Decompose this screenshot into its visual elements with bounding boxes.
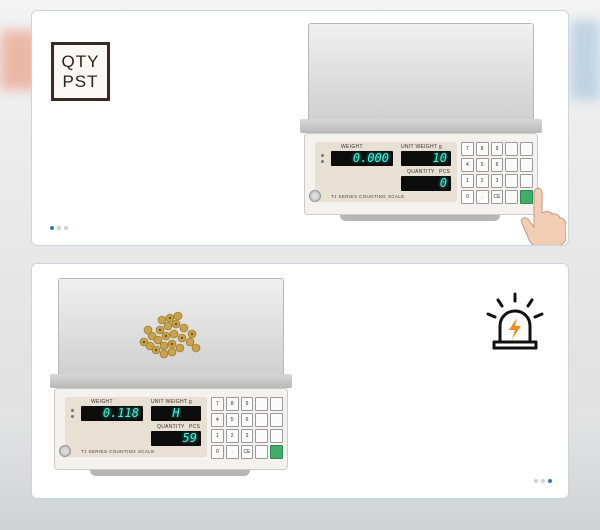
key[interactable]: 4 [211,413,224,427]
status-led [71,415,74,418]
carousel-dot[interactable] [57,226,61,230]
key-green[interactable] [520,190,533,204]
key[interactable] [255,429,269,443]
pan-lip [50,374,292,388]
key[interactable]: 2 [475,174,489,188]
key[interactable] [505,190,519,204]
carousel-dot[interactable] [534,479,538,483]
key[interactable]: 3 [240,429,254,443]
weight-label: WEIGHT [341,144,363,150]
unit-weight-label: UNIT WEIGHT g [151,399,192,405]
quantity-display: 0 [401,176,451,191]
carousel-dot[interactable] [541,479,545,483]
weighing-pan [308,23,534,123]
key-green[interactable] [270,445,283,459]
key[interactable]: 8 [475,142,489,156]
keypad: 7 8 9 4 5 6 1 2 3 0 . CE [461,142,533,204]
qty-pst-badge: QTY PST [51,42,110,101]
key[interactable]: 3 [490,174,504,188]
key[interactable] [270,397,283,411]
pcs-label: PCS [439,169,451,175]
key[interactable] [520,158,533,172]
key[interactable] [505,142,519,156]
key[interactable] [255,413,269,427]
key[interactable]: 7 [461,142,474,156]
quantity-label: QUANTITY [157,424,185,430]
keypad: 7 8 9 4 5 6 1 2 3 0 . CE [211,397,283,459]
key[interactable] [505,158,519,172]
feature-card-qty-preset: QTY PST WEIGHT UNIT WEIGHT g 0.000 10 QU… [31,10,569,246]
key[interactable] [270,429,283,443]
key[interactable]: 5 [225,413,239,427]
key[interactable]: 8 [225,397,239,411]
scale-base [90,470,250,476]
key[interactable]: 4 [461,158,474,172]
display-area: WEIGHT UNIT WEIGHT g 0.000 10 QUANTITY P… [315,142,457,202]
carousel-dot[interactable] [548,479,552,483]
unit-weight-display: H [151,406,201,421]
key[interactable]: 9 [240,397,254,411]
quantity-display: 59 [151,431,201,446]
key[interactable]: 6 [240,413,254,427]
key[interactable] [255,397,269,411]
scale-control-panel: WEIGHT UNIT WEIGHT g 0.118 H QUANTITY PC… [54,388,288,470]
model-label: TJ SERIES COUNTING SCALE [331,194,405,199]
unit-weight-display: 10 [401,151,451,166]
background-blur-right [570,20,600,100]
carousel-dots [534,479,552,483]
key[interactable]: CE [240,445,254,459]
key[interactable]: CE [490,190,504,204]
key[interactable] [255,445,269,459]
weight-label: WEIGHT [91,399,113,405]
pan-lip [300,119,542,133]
scale-control-panel: WEIGHT UNIT WEIGHT g 0.000 10 QUANTITY P… [304,133,538,215]
alarm-light-icon [486,292,544,350]
key[interactable]: 1 [461,174,474,188]
level-bubble [309,190,321,202]
counting-scale-top: WEIGHT UNIT WEIGHT g 0.000 10 QUANTITY P… [300,23,542,233]
weight-display: 0.000 [331,151,393,166]
unit-weight-label: UNIT WEIGHT g [401,144,442,150]
brass-nuts-image [139,311,201,359]
carousel-dot[interactable] [50,226,54,230]
quantity-label: QUANTITY [407,169,435,175]
key[interactable]: 0 [461,190,474,204]
status-led [321,160,324,163]
key[interactable] [270,413,283,427]
weight-display: 0.118 [81,406,143,421]
scale-base [340,215,500,221]
level-bubble [59,445,71,457]
key[interactable]: 7 [211,397,224,411]
key[interactable] [505,174,519,188]
key[interactable]: 1 [211,429,224,443]
key[interactable] [520,174,533,188]
status-led [321,154,324,157]
key[interactable]: 9 [490,142,504,156]
hand-pressing-key-icon [521,187,566,245]
key[interactable]: 5 [475,158,489,172]
feature-card-alarm: WEIGHT UNIT WEIGHT g 0.118 H QUANTITY PC… [31,263,569,499]
key[interactable]: 2 [225,429,239,443]
model-label: TJ SERIES COUNTING SCALE [81,449,155,454]
key[interactable]: 0 [211,445,224,459]
key[interactable]: . [475,190,489,204]
counting-scale-bottom: WEIGHT UNIT WEIGHT g 0.118 H QUANTITY PC… [50,278,292,488]
badge-line-1: QTY [61,51,100,71]
key[interactable]: 6 [490,158,504,172]
pcs-label: PCS [189,424,201,430]
key[interactable]: . [225,445,239,459]
key[interactable] [520,142,533,156]
carousel-dots [50,226,68,230]
badge-line-2: PST [62,71,99,91]
carousel-dot[interactable] [64,226,68,230]
status-led [71,409,74,412]
display-area: WEIGHT UNIT WEIGHT g 0.118 H QUANTITY PC… [65,397,207,457]
